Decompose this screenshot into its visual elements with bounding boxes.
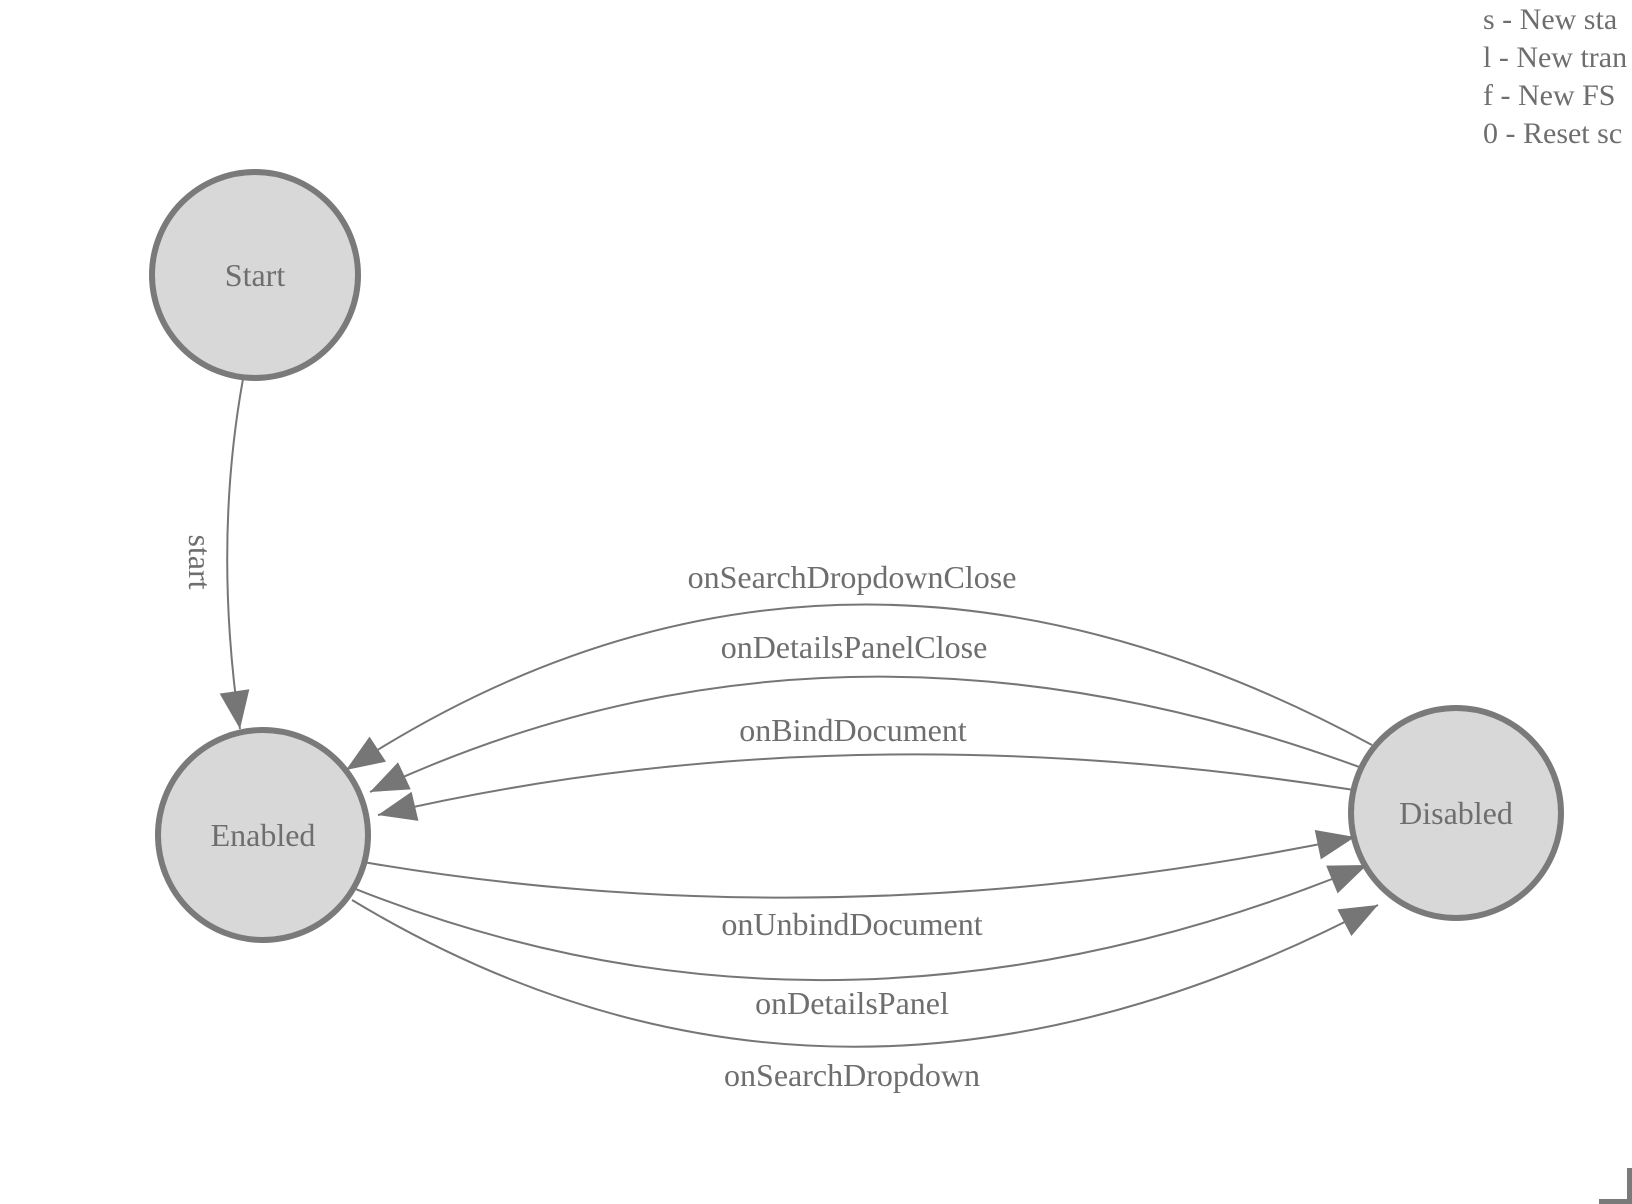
- transition-edge-start[interactable]: [226, 378, 244, 730]
- transition-label-onbinddocument[interactable]: onBindDocument: [739, 712, 967, 748]
- hotkey-legend-line-new-state: s - New sta: [1483, 3, 1618, 36]
- transition-label-onsearchdropdownclose[interactable]: onSearchDropdownClose: [688, 559, 1017, 595]
- state-start[interactable]: Start: [149, 169, 361, 381]
- transition-edge-onbinddocument[interactable]: [377, 753, 1355, 816]
- transition-label-onunbinddocument[interactable]: onUnbindDocument: [721, 906, 982, 942]
- transition-edge-ondetailspanel[interactable]: [352, 864, 1368, 982]
- transition-edge-onsearchdropdownclose[interactable]: [345, 603, 1373, 771]
- state-circle[interactable]: [149, 169, 361, 381]
- transition-edge-ondetailspanelclose[interactable]: [369, 675, 1363, 793]
- state-label: Disabled: [1399, 795, 1513, 831]
- transition-label-start[interactable]: start: [182, 534, 218, 589]
- arrowhead-icon: [346, 736, 386, 770]
- state-circle[interactable]: [155, 727, 371, 943]
- arrowhead-icon: [1326, 865, 1367, 894]
- hotkey-legend: s - New sta l - New tran f - New FS 0 - …: [1483, 1, 1627, 153]
- transition-label-ondetailspanelclose[interactable]: onDetailsPanelClose: [721, 629, 988, 665]
- transition-label-ondetailspanel[interactable]: onDetailsPanel: [755, 985, 949, 1021]
- state-enabled[interactable]: Enabled: [155, 727, 371, 943]
- hotkey-legend-line-new-fsm: f - New FS: [1483, 79, 1616, 112]
- transition-edge-onsearchdropdown[interactable]: [351, 899, 1379, 1048]
- arrowhead-icon: [370, 762, 411, 792]
- canvas-border-corner: [1599, 1168, 1632, 1204]
- arrowhead-icon: [378, 791, 419, 821]
- hotkey-legend-line-new-transition: l - New tran: [1483, 41, 1628, 74]
- transition-label-onsearchdropdown[interactable]: onSearchDropdown: [724, 1057, 980, 1093]
- state-label: Start: [225, 257, 286, 293]
- arrowhead-icon: [1337, 905, 1378, 936]
- transition-edge-onunbinddocument[interactable]: [362, 836, 1356, 899]
- state-disabled[interactable]: Disabled: [1348, 705, 1564, 921]
- arrowhead-icon: [1314, 830, 1355, 860]
- arrowhead-icon: [219, 689, 250, 729]
- hotkey-legend-line-reset: 0 - Reset sc: [1483, 117, 1623, 150]
- state-label: Enabled: [211, 817, 316, 853]
- state-circle[interactable]: [1348, 705, 1564, 921]
